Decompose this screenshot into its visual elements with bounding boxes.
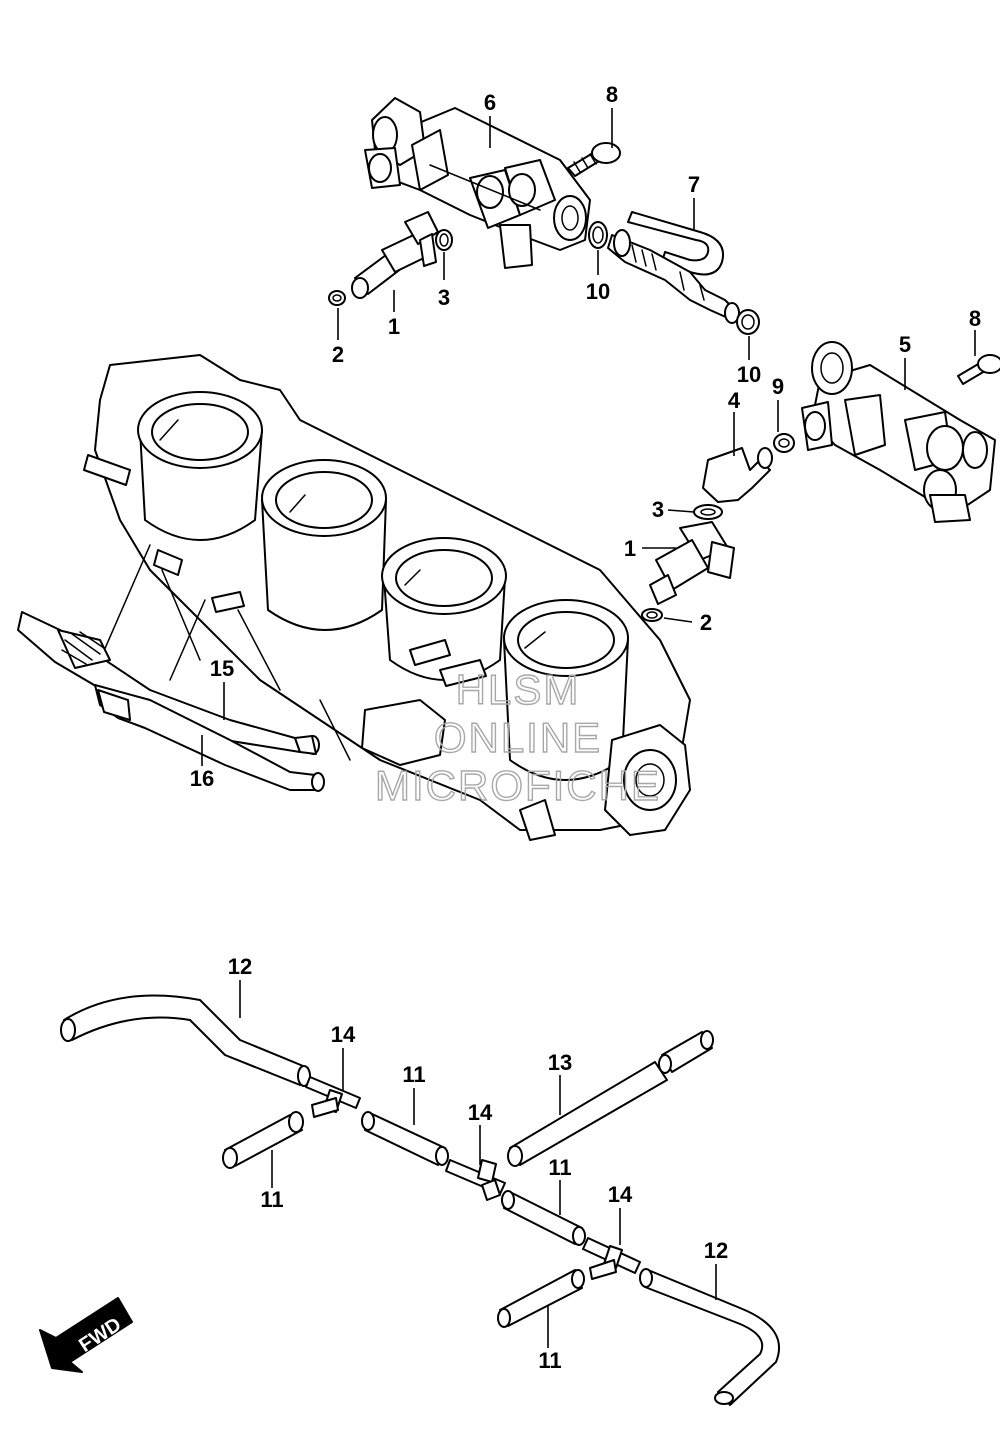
fwd-arrow-icon: FWD (39, 1297, 133, 1373)
callout-14-center: 14 (468, 1100, 493, 1125)
callout-12-lower: 12 (704, 1238, 728, 1263)
callout-8-right: 8 (969, 306, 981, 331)
fuel-rail-6 (364, 97, 591, 269)
elbow-joint-4 (702, 447, 773, 503)
callout-3-right: 3 (652, 497, 664, 522)
callout-15: 15 (210, 656, 234, 681)
callout-11-left: 11 (260, 1187, 283, 1212)
hose-12-upper (60, 994, 311, 1087)
fuel-injector-1-right (649, 521, 735, 605)
callout-11-bottom: 11 (538, 1348, 561, 1373)
callout-9: 9 (772, 374, 784, 399)
washer-2-right (641, 608, 663, 622)
callout-6: 6 (484, 90, 496, 115)
callout-1-right: 1 (624, 536, 636, 561)
callout-10-lower: 10 (737, 362, 761, 387)
o-ring-3-upper (435, 229, 453, 251)
hose-15 (17, 611, 320, 755)
hose-11-bottom (497, 1269, 585, 1328)
screw-8-upper (567, 142, 621, 177)
callout-2-upper: 2 (332, 342, 344, 367)
leader-lines (201, 108, 976, 1348)
hose-11-center (361, 1111, 449, 1166)
fuel-injector-1-upper (351, 211, 439, 299)
o-ring-10-upper (588, 221, 608, 249)
callout-11-right: 11 (548, 1155, 571, 1180)
fuel-rail-5 (801, 341, 996, 523)
hose-11-right (501, 1190, 586, 1246)
callout-3-upper: 3 (438, 285, 450, 310)
watermark-line-2: ONLINE (434, 714, 602, 761)
watermark-line-3: MICROFICHE (375, 762, 661, 809)
t-joint-14-left (305, 1076, 361, 1118)
callout-4: 4 (728, 388, 741, 413)
watermark-line-1: HLSM (456, 666, 581, 713)
t-joint-14-center (445, 1159, 506, 1201)
o-ring-9 (773, 433, 795, 453)
screw-8-right (957, 354, 1000, 385)
callout-11-center: 11 (402, 1062, 425, 1087)
callout-labels: 6 8 7 3 10 1 2 8 5 10 9 4 3 1 2 15 16 12… (190, 82, 981, 1373)
callout-10-upper: 10 (586, 279, 610, 304)
callout-16: 16 (190, 766, 214, 791)
callout-2-right: 2 (700, 610, 712, 635)
o-ring-3-right (693, 504, 723, 520)
callout-7: 7 (688, 172, 700, 197)
callout-8-upper: 8 (606, 82, 618, 107)
callout-14-left: 14 (331, 1022, 356, 1047)
watermark: HLSM ONLINE MICROFICHE (374, 665, 661, 809)
hose-11-left (222, 1111, 304, 1169)
callout-13: 13 (548, 1050, 572, 1075)
hose-13 (507, 1030, 714, 1167)
hose-16 (94, 684, 325, 792)
hose-12-lower (639, 1268, 781, 1406)
callout-14-right: 14 (608, 1182, 633, 1207)
callout-5: 5 (899, 332, 911, 357)
o-ring-10-lower (736, 309, 760, 335)
callout-12-upper: 12 (228, 954, 252, 979)
throttle-body-assembly (83, 354, 691, 841)
washer-2-upper (328, 290, 346, 306)
t-joint-14-right (582, 1237, 641, 1280)
hose-connector-7 (607, 211, 740, 324)
callout-1-upper: 1 (388, 314, 400, 339)
